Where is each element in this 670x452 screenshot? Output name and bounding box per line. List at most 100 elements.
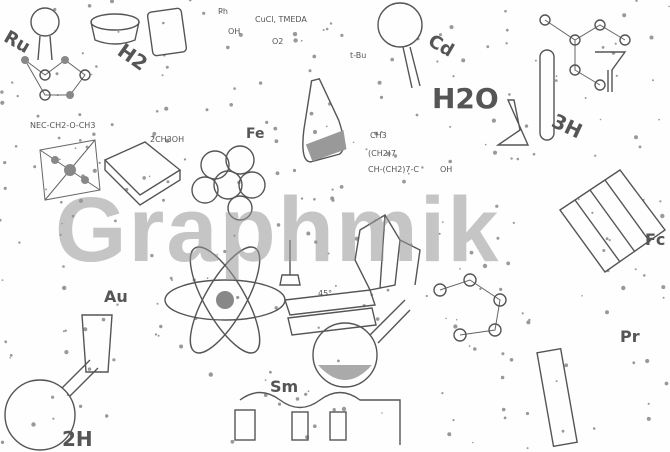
decorative-dot	[386, 151, 391, 156]
decorative-dot	[374, 131, 379, 136]
decorative-dot	[317, 326, 320, 329]
decorative-dot	[62, 265, 65, 268]
large-round-flask	[312, 299, 411, 388]
decorative-dot	[36, 114, 40, 118]
round-flask-top-left	[30, 7, 60, 61]
decorative-dot	[116, 303, 119, 306]
graduated-cylinder-right	[536, 347, 578, 448]
decorative-dot	[53, 7, 57, 12]
decorative-dot	[101, 317, 106, 322]
decorative-dot	[634, 135, 638, 140]
decorative-dot	[622, 13, 627, 18]
decorative-dot	[165, 138, 170, 143]
decorative-dot	[312, 54, 317, 59]
decorative-dot	[441, 221, 444, 224]
decorative-dot	[83, 327, 88, 332]
decorative-dot	[183, 158, 187, 161]
decorative-dot	[602, 249, 606, 252]
decorative-dot	[274, 139, 279, 144]
decorative-dot	[78, 404, 83, 408]
label-fe: Fe	[246, 126, 265, 142]
decorative-dot	[92, 132, 96, 136]
decorative-dot	[110, 123, 114, 127]
test-tube-right	[539, 49, 555, 141]
decorative-dot	[662, 296, 665, 299]
decorative-dot	[202, 11, 206, 15]
decorative-dot	[16, 94, 19, 98]
decorative-dot	[407, 172, 410, 175]
decorative-dot	[584, 97, 587, 99]
formula-tbu: t-Bu	[350, 51, 366, 60]
decorative-dot	[591, 211, 594, 214]
decorative-dot	[421, 166, 424, 169]
decorative-dot	[659, 200, 662, 203]
decorative-dot	[504, 9, 507, 13]
decorative-dot	[169, 276, 173, 280]
decorative-dot	[78, 139, 82, 142]
decorative-dot	[594, 154, 597, 157]
decorative-dot	[154, 333, 158, 336]
decorative-dot	[491, 118, 496, 123]
decorative-dot	[441, 392, 444, 395]
decorative-dot	[64, 350, 69, 355]
formula-ch3: CH3	[370, 131, 387, 140]
decorative-dot	[402, 179, 406, 184]
formula-angle: 45°	[318, 289, 332, 298]
decorative-dot	[64, 329, 67, 332]
decorative-dot	[635, 0, 638, 2]
test-tube-rack	[559, 169, 666, 273]
decorative-dot	[634, 268, 637, 271]
decorative-dot	[645, 358, 650, 364]
decorative-dot	[0, 218, 2, 222]
decorative-dot	[410, 243, 413, 246]
decorative-dot	[162, 21, 165, 25]
decorative-dot	[258, 81, 263, 85]
label-sm: Sm	[270, 377, 298, 396]
decorative-dot	[78, 198, 83, 203]
decorative-dot	[307, 390, 310, 393]
decorative-dot	[496, 236, 500, 240]
decorative-dot	[605, 310, 609, 315]
decorative-dot	[577, 198, 580, 201]
decorative-dot	[555, 79, 558, 82]
decorative-dot	[459, 268, 461, 270]
decorative-dot	[110, 0, 114, 4]
molecule-right	[539, 14, 631, 91]
decorative-dot	[386, 288, 390, 292]
decorative-dot	[71, 214, 75, 218]
decorative-dot	[447, 432, 452, 437]
beaker-top	[90, 13, 140, 45]
decorative-dot	[9, 354, 13, 357]
burner	[279, 240, 301, 286]
decorative-dot	[52, 417, 55, 420]
decorative-dot	[521, 312, 524, 315]
decorative-dot	[525, 411, 530, 416]
decorative-dot	[9, 357, 11, 359]
decorative-dot	[331, 198, 335, 202]
decorative-dot	[292, 168, 297, 173]
decorative-dot	[452, 75, 455, 78]
decorative-dot	[164, 106, 169, 111]
decorative-dot	[1, 279, 4, 281]
decorative-dot	[599, 118, 602, 121]
stacked-books	[284, 289, 377, 336]
decorative-dot	[161, 74, 164, 77]
decorative-dot	[341, 406, 347, 412]
decorative-dot	[380, 130, 383, 133]
formula-o2: O2	[272, 37, 283, 46]
decorative-dot	[647, 402, 650, 405]
decorative-dot	[87, 367, 92, 371]
decorative-dot	[277, 402, 282, 406]
decorative-dot	[605, 237, 609, 241]
label-cd: Cd	[424, 30, 457, 61]
decorative-dot	[561, 429, 565, 433]
decorative-dot	[150, 253, 154, 258]
decorative-dot	[55, 72, 59, 76]
molecule-bottom	[433, 273, 507, 342]
formula-oh: OH	[228, 27, 240, 36]
decorative-dot	[171, 279, 173, 281]
decorative-dot	[632, 361, 636, 365]
decorative-dot	[340, 33, 344, 38]
decorative-dot	[661, 285, 666, 290]
